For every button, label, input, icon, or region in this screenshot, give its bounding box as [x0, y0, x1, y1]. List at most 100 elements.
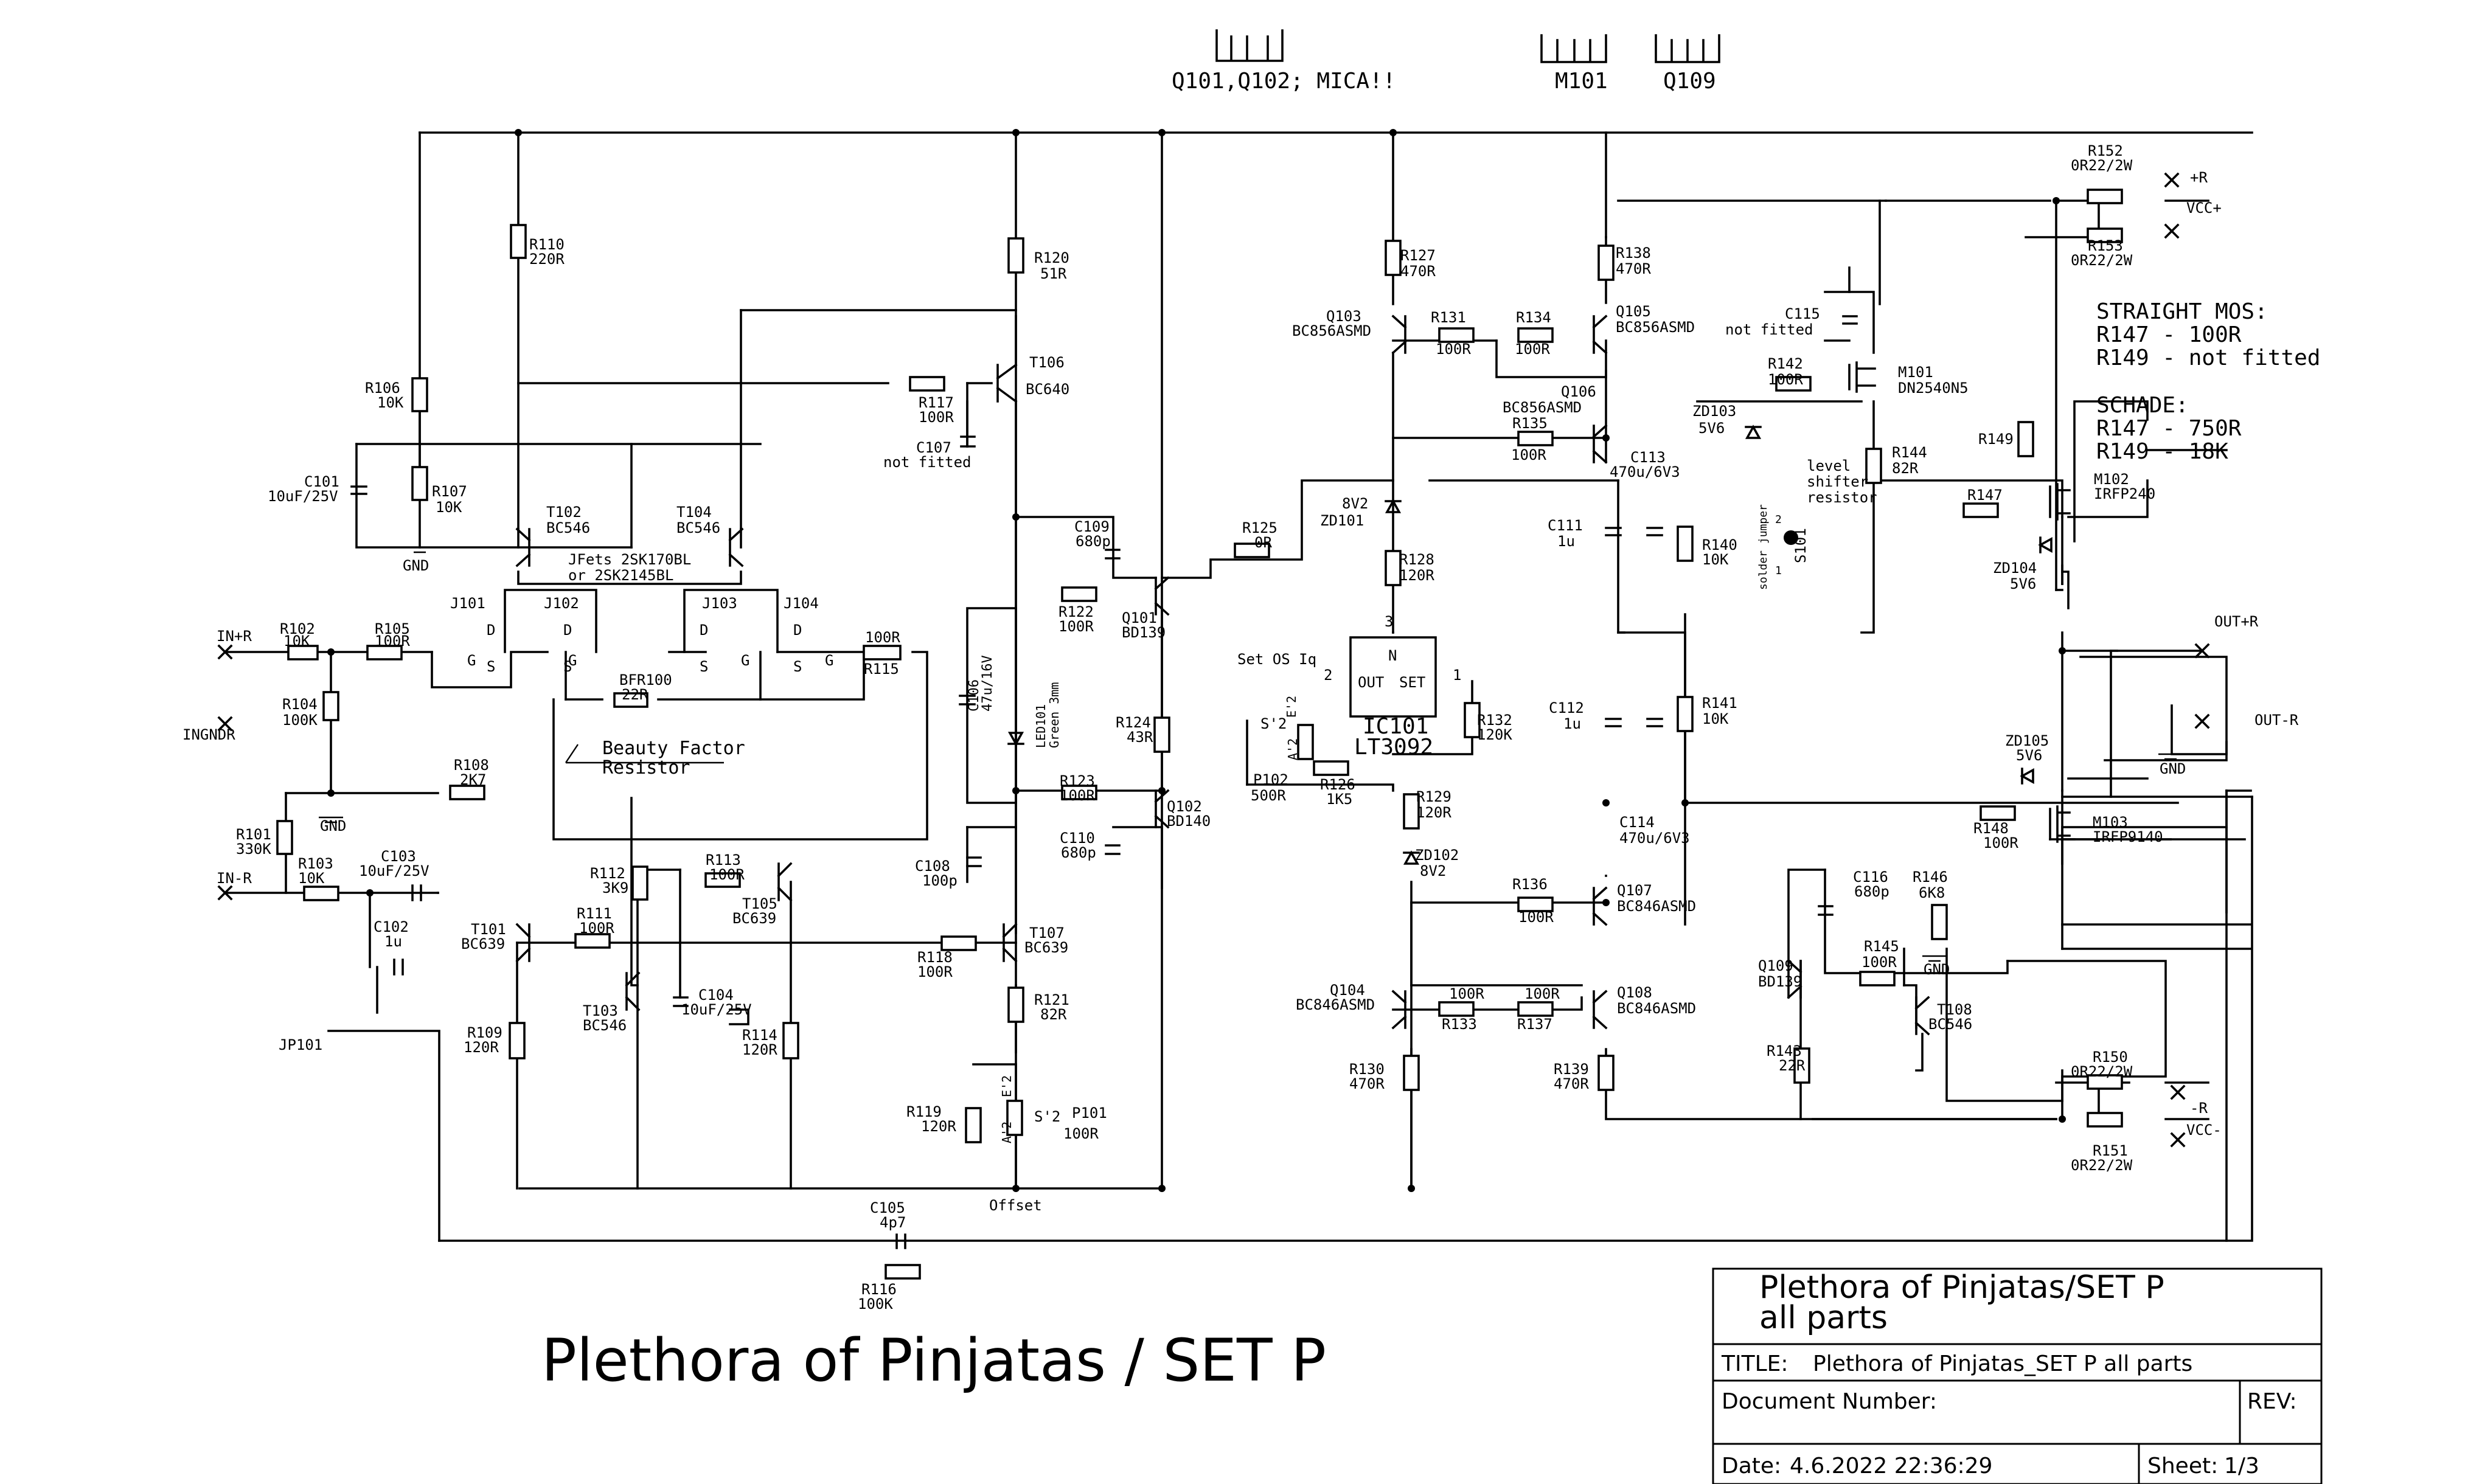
- r116-label-0: R116: [861, 1281, 897, 1298]
- c110-label-1: 680p: [1061, 844, 1096, 861]
- R102-body: [287, 645, 319, 661]
- c113-label-1: 470u/6V3: [1610, 463, 1680, 480]
- r119-label-1: 120R: [921, 1118, 956, 1135]
- r111-label-1: 100R: [579, 920, 614, 937]
- d-label-undefined: D: [700, 622, 708, 639]
- Q107-body: [1592, 886, 1608, 926]
- r128-label-0: R128: [1399, 551, 1434, 568]
- R120-body: [1007, 237, 1024, 274]
- zd103-label-1: 5V6: [1698, 420, 1725, 437]
- led101-label-0: LED101: [1034, 704, 1048, 748]
- d-label-undefined: D: [563, 622, 572, 639]
- c116-label-1: 680p: [1854, 883, 1889, 900]
- r105-label-0: R105: [375, 620, 410, 637]
- r114-label-0: R114: [742, 1027, 777, 1044]
- ic-out-label-undefined: OUT: [1358, 674, 1384, 691]
- Q104-body: [1391, 990, 1407, 1030]
- r152-label-0: R152: [2088, 142, 2123, 159]
- r132-label-0: R132: [1477, 712, 1512, 729]
- r152-label-1: 0R22/2W: [2071, 157, 2133, 174]
- q102-label-0: Q102: [1167, 798, 1202, 815]
- r137-label-1: 100R: [1524, 985, 1560, 1002]
- r112-label-0: R112: [590, 865, 625, 882]
- s-label-undefined: S: [700, 658, 708, 675]
- R101-body: [276, 820, 293, 855]
- c106-label-1: 47u/16V: [980, 655, 995, 712]
- R126-body: [1313, 760, 1349, 776]
- annot-offset: Offset: [989, 1197, 1042, 1214]
- r139-label-0: R139: [1554, 1061, 1589, 1078]
- r114-label-1: 120R: [742, 1041, 777, 1058]
- c115-label-0: C115: [1785, 305, 1820, 322]
- annot-jfets: JFets 2SK170BL: [568, 551, 691, 568]
- g-label-undefined: G: [467, 652, 476, 669]
- R_BFR-body: [613, 692, 648, 708]
- R137-body: [1517, 1001, 1554, 1017]
- c101-label-1: 10uF/25V: [268, 488, 338, 505]
- r128-label-1: 120R: [1399, 567, 1434, 584]
- R139-body: [1597, 1055, 1615, 1091]
- t108-label-1: BC546: [1928, 1016, 1972, 1033]
- title-block-sheet-value: 1/3: [2224, 1454, 2259, 1479]
- beauty-factor-arrow: [565, 744, 724, 764]
- c112-label-0: C112: [1549, 699, 1584, 716]
- R118-body: [940, 935, 977, 951]
- p102-label-0: P102: [1253, 771, 1288, 788]
- R104-body: [322, 691, 339, 721]
- annot-level-3: resistor: [1807, 489, 1877, 506]
- heatsink-note-m101: M101: [1555, 69, 1608, 94]
- r143-label-0: R143: [1767, 1042, 1802, 1059]
- ic-2-label-undefined: 2: [1324, 667, 1332, 684]
- r136-label-0: R136: [1512, 876, 1548, 893]
- C113-body: [1646, 527, 1663, 536]
- c108-label-0: C108: [915, 858, 950, 875]
- conn-vcc-pos: VCC+: [2186, 199, 2222, 217]
- R107-body: [411, 466, 428, 501]
- gnd-label-3: GND: [2160, 760, 2186, 777]
- t103-label-1: BC546: [583, 1017, 627, 1034]
- title-block-sheet-label: Sheet:: [2147, 1454, 2218, 1479]
- annot-bfr-name: BFR100: [619, 671, 672, 688]
- annot-bfr-value: 22R: [622, 686, 648, 703]
- conn-jp101: JP101: [279, 1036, 322, 1053]
- j103-label-0: J103: [702, 595, 737, 612]
- r106-label-0: R106: [365, 380, 400, 397]
- r146-label-1: 6K8: [1919, 884, 1945, 901]
- r101-label-0: R101: [236, 826, 271, 843]
- annot-jfets-alt: or 2SK2145BL: [568, 567, 673, 584]
- r144-label-1: 82R: [1892, 460, 1919, 477]
- s101-1-label-undefined: 1: [1775, 564, 1782, 577]
- q104-label-0: Q104: [1330, 982, 1365, 999]
- r112-label-1: 3K9: [602, 879, 628, 896]
- p-e2-label-undefined: E'2: [999, 1075, 1014, 1097]
- R103-body: [303, 886, 339, 901]
- r124-label-1: 43R: [1127, 729, 1153, 746]
- c114-label-0: C114: [1619, 814, 1655, 831]
- r130-label-1: 470R: [1349, 1075, 1385, 1092]
- q106-label-0: Q106: [1561, 383, 1596, 400]
- r147-label-0: R147: [1967, 487, 2003, 504]
- r144-label-0: R144: [1892, 444, 1927, 461]
- c104-label-0: C104: [698, 986, 734, 1004]
- R125-body: [1234, 543, 1270, 558]
- r151-label-0: R151: [2093, 1142, 2128, 1159]
- T101-body: [515, 923, 531, 963]
- note-straight-mos-header: STRAIGHT MOS:: [2096, 299, 2268, 324]
- r126-label-0: R126: [1320, 776, 1355, 793]
- r127-label-1: 470R: [1400, 263, 1436, 280]
- c110-label-0: C110: [1060, 830, 1095, 847]
- note-schade-r149: R149 - 18K: [2096, 439, 2228, 464]
- r136-label-1: 100R: [1518, 909, 1554, 926]
- R150-body: [2087, 1074, 2123, 1090]
- zd105-label-0: ZD105: [2005, 732, 2049, 749]
- t107-label-0: T107: [1029, 924, 1065, 941]
- R127-body: [1385, 240, 1402, 276]
- R114-body: [782, 1022, 799, 1059]
- r139-label-1: 470R: [1554, 1075, 1589, 1092]
- R115-body: [863, 645, 902, 661]
- r126-label-1: 1K5: [1326, 791, 1352, 808]
- C102-body: [393, 959, 404, 976]
- zd103-label-0: ZD103: [1692, 403, 1736, 420]
